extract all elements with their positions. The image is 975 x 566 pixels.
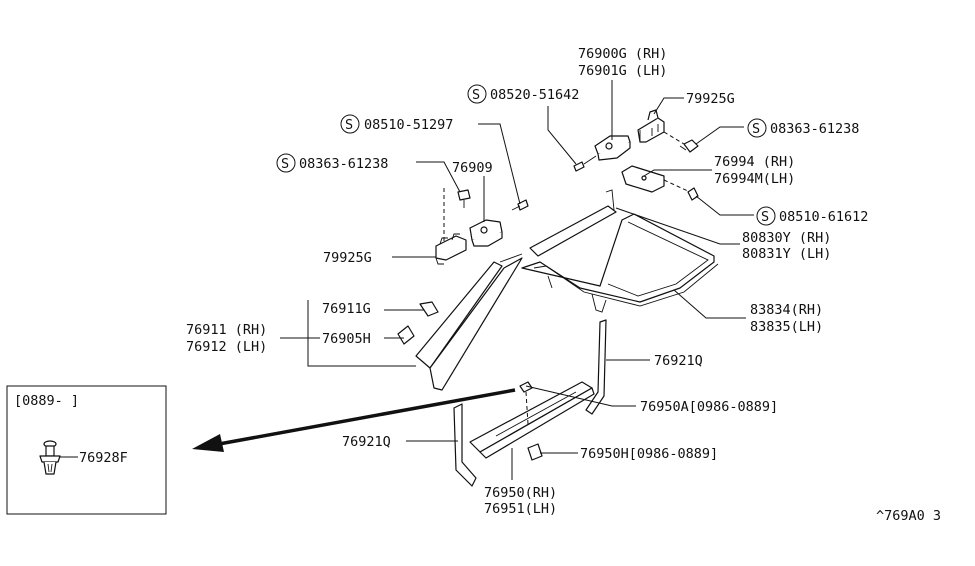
label-76994M: 76994M(LH)	[714, 171, 795, 187]
label-80831Y: 80831Y (LH)	[742, 246, 831, 262]
label-76921Q-right: 76921Q	[654, 353, 703, 369]
label-76950A: 76950A[0986-0889]	[640, 399, 778, 415]
clip-76950A	[519, 381, 533, 393]
screw-symbol-1: S	[472, 87, 480, 103]
label-76901G: 76901G (LH)	[578, 63, 667, 79]
label-76921Q-left: 76921Q	[342, 434, 391, 450]
label-08510-61612: 08510-61612	[779, 209, 868, 225]
label-76928F: 76928F	[79, 450, 128, 466]
label-08510-51297: 08510-51297	[364, 117, 453, 133]
screw-symbol-2: S	[345, 117, 353, 133]
garnish-76911	[415, 253, 523, 391]
leader-lines	[280, 80, 754, 480]
weatherstrip-80830Y	[529, 189, 617, 257]
label-83835: 83835(LH)	[750, 319, 823, 335]
label-08363-61238-right: 08363-61238	[770, 121, 859, 137]
diagram-code: ^769A0 3	[876, 508, 941, 524]
clip-icon	[39, 440, 61, 475]
label-76905H: 76905H	[322, 331, 371, 347]
screw-icon-3	[511, 199, 529, 211]
label-76911G: 76911G	[322, 301, 371, 317]
bracket-76900G	[594, 135, 631, 161]
bracket-76909	[469, 219, 503, 247]
label-79925G-left: 79925G	[323, 250, 372, 266]
part-labels: 76900G (RH) 76901G (LH) 08520-51642 7992…	[186, 46, 941, 524]
screw-symbol-3: S	[281, 156, 289, 172]
clip-76911G	[419, 301, 439, 317]
inset-box: [0889- ] 76928F	[6, 385, 167, 515]
label-76951: 76951(LH)	[484, 501, 557, 517]
label-76950: 76950(RH)	[484, 485, 557, 501]
label-80830Y: 80830Y (RH)	[742, 230, 831, 246]
kicking-plate-76950	[469, 381, 595, 459]
label-76994: 76994 (RH)	[714, 154, 795, 170]
bracket-79925G-left	[435, 233, 467, 265]
label-08520-51642: 08520-51642	[490, 87, 579, 103]
label-08363-61238-left: 08363-61238	[299, 156, 388, 172]
door-frame-83834	[521, 213, 719, 313]
bracket-79925G-top	[637, 109, 665, 143]
screw-symbol-4: S	[752, 121, 760, 137]
clip-76905H	[397, 325, 415, 345]
bolt-icon	[679, 139, 699, 153]
clip-76950H	[527, 443, 543, 461]
label-79925G-top: 79925G	[686, 91, 735, 107]
inset-date-range: [0889- ]	[14, 393, 79, 409]
detail-arrow	[192, 388, 516, 452]
label-76900G: 76900G (RH)	[578, 46, 667, 62]
label-76950H: 76950H[0986-0889]	[580, 446, 718, 462]
screw-icon	[573, 155, 597, 172]
bolt-icon-2	[457, 189, 471, 208]
weatherstrip-76921Q-left	[453, 403, 477, 487]
screw-icon-2	[687, 187, 699, 201]
screw-symbol-icons: S S S S S	[276, 84, 776, 226]
label-76909: 76909	[452, 160, 493, 176]
label-76912: 76912 (LH)	[186, 339, 267, 355]
screw-symbol-5: S	[761, 209, 769, 225]
weatherstrip-76921Q-right	[585, 319, 607, 415]
label-76911: 76911 (RH)	[186, 322, 267, 338]
label-83834: 83834(RH)	[750, 302, 823, 318]
